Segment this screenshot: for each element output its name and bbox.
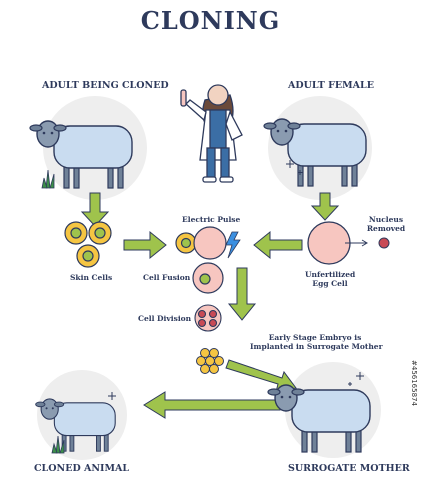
arrow-skin-to-pulse — [123, 230, 167, 260]
label-cell-fusion: Cell Fusion — [143, 273, 191, 282]
label-unfertilized-egg: Unfertilized Egg Cell — [305, 270, 356, 288]
grass-icon — [41, 169, 55, 189]
label-nucleus-removed: Nucleus Removed — [366, 215, 406, 233]
arrow-egg-to-pulse — [253, 230, 303, 260]
label-electric-pulse: Electric Pulse — [182, 215, 241, 224]
sparkle-icon — [286, 160, 303, 175]
sparkle-cloned-icon — [108, 392, 116, 400]
cell-division-icon — [194, 304, 222, 332]
stock-id: #456165874 — [410, 360, 418, 406]
label-early-stage-embryo: Early Stage Embryo is Implanted in Surro… — [250, 333, 383, 351]
grass-cloned-icon — [51, 435, 65, 454]
label-cell-division: Cell Division — [138, 314, 192, 323]
label-surrogate-mother: SURROGATE MOTHER — [288, 463, 410, 474]
arrow-adult-to-skin — [80, 192, 110, 227]
electric-pulse-cells-icon — [175, 226, 227, 260]
sparkle-surrogate-icon — [348, 372, 364, 386]
lightning-bolt-icon — [225, 231, 241, 259]
egg-cell-icon — [307, 221, 351, 265]
label-adult-being-cloned: ADULT BEING CLONED — [42, 80, 169, 91]
arrow-surrogate-to-cloned — [143, 391, 281, 419]
embryo-icon — [196, 348, 224, 374]
label-skin-cells: Skin Cells — [70, 273, 113, 282]
arrow-embryo-to-surrogate — [225, 359, 297, 393]
arrow-female-to-egg — [310, 192, 340, 221]
diagram-title: CLONING — [140, 6, 281, 35]
arrow-fusion-to-embryo — [227, 267, 257, 321]
label-cloned-animal: CLONED ANIMAL — [34, 463, 130, 474]
skin-cells-icon — [64, 221, 112, 268]
removed-nucleus-icon — [378, 237, 390, 249]
label-adult-female: ADULT FEMALE — [288, 80, 374, 91]
cell-fusion-icon — [192, 262, 224, 294]
scientist-icon — [180, 84, 243, 183]
